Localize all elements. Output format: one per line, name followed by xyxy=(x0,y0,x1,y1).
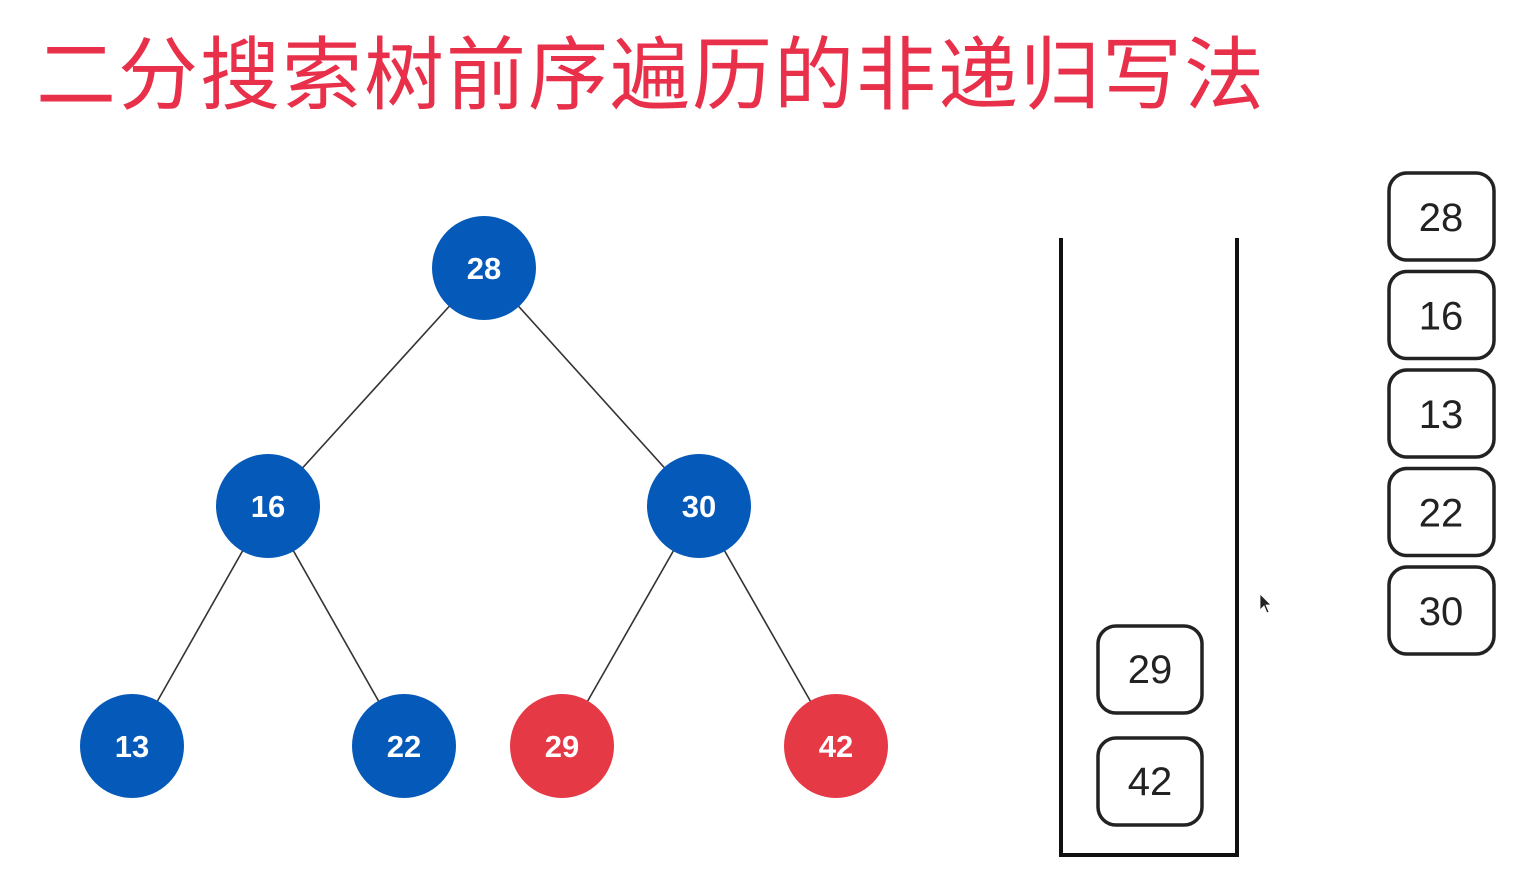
output-item xyxy=(1387,269,1496,361)
tree-node-30 xyxy=(647,454,751,558)
output-item-label: 28 xyxy=(1419,196,1464,240)
tree-node-label: 22 xyxy=(387,729,421,764)
tree-node-16 xyxy=(216,454,320,558)
stack-item-label: 29 xyxy=(1128,648,1173,692)
output-item-label: 13 xyxy=(1419,393,1464,437)
output-item-label: 22 xyxy=(1419,492,1464,536)
tree-node-29 xyxy=(510,694,614,798)
output-item xyxy=(1387,565,1496,656)
tree-node-label: 29 xyxy=(545,729,579,764)
page-title: 二分搜索树前序遍历的非递归写法 xyxy=(36,29,1266,122)
output-item-label: 30 xyxy=(1419,590,1464,634)
tree-node-42 xyxy=(784,694,888,798)
tree-edge xyxy=(483,267,700,507)
output-item xyxy=(1387,171,1496,262)
tree-node-label: 13 xyxy=(115,729,149,764)
tree-node-28 xyxy=(432,216,536,320)
tree-node-13 xyxy=(80,694,184,798)
tree-node-label: 42 xyxy=(819,729,853,764)
tree-node-22 xyxy=(352,694,456,798)
cursor-icon xyxy=(1259,593,1272,614)
stack-item xyxy=(1096,624,1204,715)
stack-item-label: 42 xyxy=(1128,760,1173,804)
output-item xyxy=(1387,466,1496,558)
output-item xyxy=(1387,368,1496,459)
tree-node-label: 28 xyxy=(467,251,501,286)
output-item-label: 16 xyxy=(1419,295,1464,339)
tree-node-label: 16 xyxy=(251,489,285,524)
stack-container xyxy=(1059,238,1239,857)
tree-node-label: 30 xyxy=(682,489,716,524)
tree-edge xyxy=(267,267,485,507)
stack-item xyxy=(1096,736,1204,827)
